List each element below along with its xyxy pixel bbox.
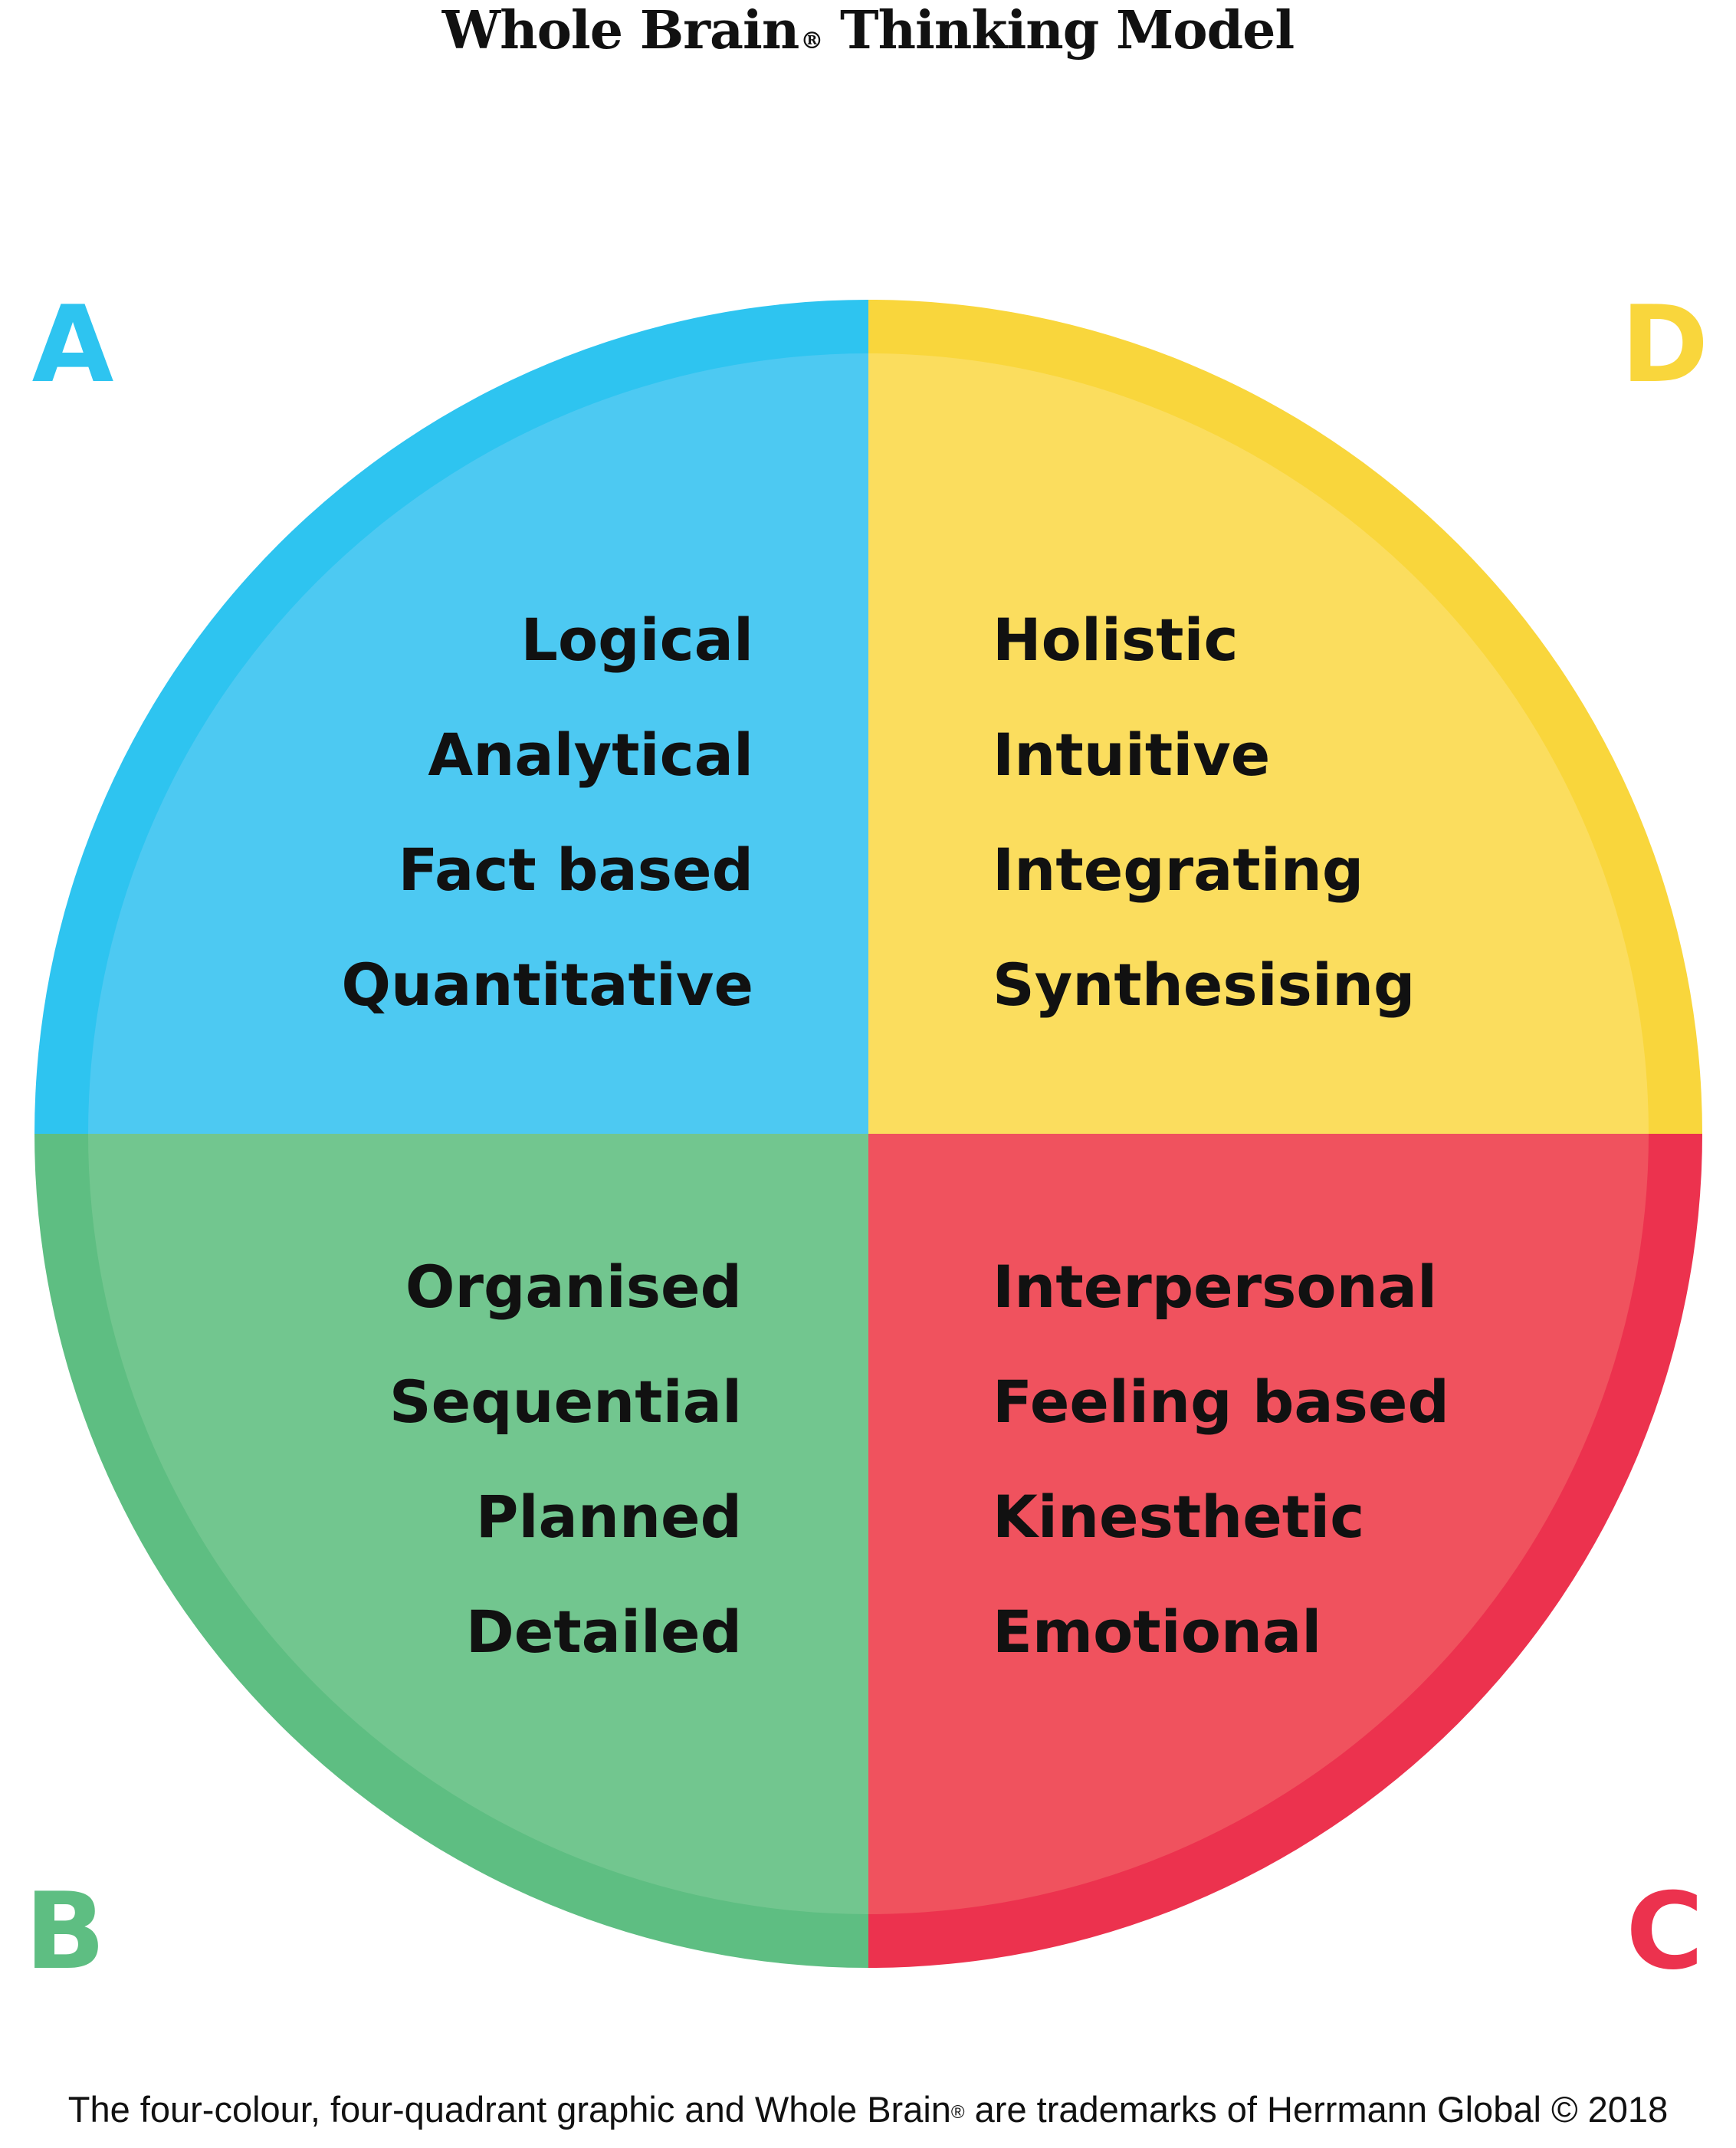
quadrant-b-term: Sequential	[389, 1368, 742, 1436]
quadrant-c-term: Feeling based	[993, 1368, 1449, 1436]
quadrant-c-term: Kinesthetic	[993, 1483, 1364, 1551]
quadrant-a-fill	[88, 353, 868, 1134]
registered-mark: ®	[800, 28, 823, 54]
quadrant-b-term: Planned	[476, 1483, 742, 1551]
quadrant-a-term: Fact based	[399, 836, 753, 904]
title-text: Whole Brain	[441, 0, 800, 61]
quadrant-b-term: Organised	[405, 1253, 742, 1321]
quadrant-a-term: Logical	[521, 606, 753, 674]
quadrant-c-term: Interpersonal	[993, 1253, 1437, 1321]
quadrant-a-letter: A	[32, 283, 114, 406]
footer-text-before: The four-colour, four-quadrant graphic a…	[67, 2089, 951, 2130]
footer-text-after: are trademarks of Herrmann Global © 2018	[964, 2089, 1669, 2130]
quadrant-d-term: Integrating	[993, 836, 1364, 904]
quadrant-d	[868, 300, 1702, 1134]
quadrant-a-term: Analytical	[428, 721, 753, 789]
quadrant-c	[868, 1134, 1702, 1968]
quadrant-c-letter: C	[1626, 1870, 1703, 1993]
quadrant-b-letter: B	[25, 1870, 105, 1993]
page-title: Whole Brain® Thinking Model	[0, 0, 1736, 61]
quadrant-b-fill	[88, 1134, 868, 1914]
quadrant-d-term: Holistic	[993, 606, 1239, 674]
trademark-footer: The four-colour, four-quadrant graphic a…	[0, 2087, 1736, 2133]
quadrant-c-term: Emotional	[993, 1598, 1321, 1666]
title-suffix: Thinking Model	[822, 0, 1295, 61]
quadrant-b	[34, 1134, 868, 1968]
footer-registered-mark: ®	[950, 2102, 965, 2123]
quadrant-d-letter: D	[1621, 283, 1709, 406]
quadrant-a-term: Quantitative	[341, 951, 753, 1019]
quadrant-c-fill	[868, 1134, 1649, 1914]
quadrant-a	[34, 300, 868, 1134]
quadrant-b-term: Detailed	[466, 1598, 742, 1666]
quadrant-d-term: Synthesising	[993, 951, 1415, 1019]
quadrant-d-fill	[868, 353, 1649, 1134]
quadrant-d-term: Intuitive	[993, 721, 1270, 789]
